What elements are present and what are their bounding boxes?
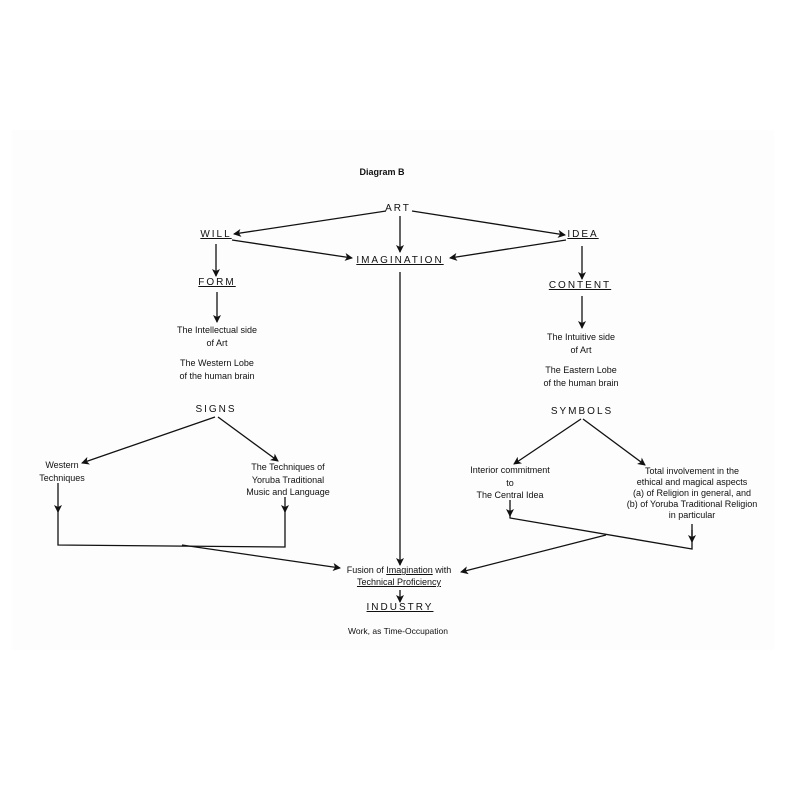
text-line: The Western Lobe [180,358,254,368]
text-line: ethical and magical aspects [636,477,748,487]
text-segment: with [432,565,452,575]
text-line: (b) of Yoruba Traditional Religion [626,499,758,509]
node-western-techniques: Western Techniques [39,459,85,484]
text-line: of the human brain [179,370,255,381]
node-symbols: SYMBOLS [550,406,614,417]
text-line: Techniques [39,472,85,483]
symbols-bracket [509,510,693,550]
node-signs: SIGNS [195,404,237,415]
right-lobe: The Eastern Lobe of the human brain [543,364,618,389]
arrow-art-idea [411,210,566,238]
text-line: Interior commitment [470,465,550,475]
node-imagination: IMAGINATION [356,255,444,266]
text-line: Yoruba Traditional [251,474,325,485]
text-line: Total involvement in the [644,466,740,476]
text-line: Western [45,460,79,470]
text-line: The Central Idea [476,490,544,500]
arrow-will-imagination [231,239,353,261]
node-art: ART [385,203,411,214]
text-line: of the human brain [543,377,619,388]
node-interior-commitment: Interior commitment to The Central Idea [470,464,550,502]
diagram-title: Diagram B [359,167,405,177]
arrow-signs-yoruba [217,416,279,462]
text-line: Music and Language [246,487,330,497]
node-fusion: Fusion of Imagination with Technical Pro… [347,564,452,588]
right-description: The Intuitive side of Art [547,331,615,356]
text-line: The Eastern Lobe [545,365,617,375]
text-line: The Techniques of [251,462,325,472]
arrow-signs-western [81,416,216,465]
node-total-involvement: Total involvement in the ethical and mag… [627,466,758,521]
text-line: to [506,477,514,488]
diagram-panel [12,130,774,650]
text-segment: Fusion of [346,565,387,575]
node-form: FORM [198,277,236,288]
text-line: in particular [668,510,716,520]
arrow-idea-imagination [449,239,567,261]
text-line: of Art [206,337,228,348]
arrow-art-will [233,210,387,237]
left-description: The Intellectual side of Art [177,324,257,349]
signs-bracket [57,510,286,548]
text-segment: Imagination [386,565,433,575]
left-lobe: The Western Lobe of the human brain [179,357,254,382]
node-yoruba-techniques: The Techniques of Yoruba Traditional Mus… [246,461,330,499]
arrow-symbols-total [582,418,646,466]
node-content: CONTENT [548,280,612,291]
node-industry: INDUSTRY [366,602,434,613]
fusion-line-1: Fusion of Imagination with [347,564,452,576]
fusion-line-2: Technical Proficiency [356,577,442,587]
arrow-symbols-interior [513,418,582,465]
text-line: (a) of Religion in general, and [632,488,752,498]
node-idea: IDEA [567,229,599,240]
node-will: WILL [200,229,232,240]
arrow-signs-fusion [181,544,341,571]
text-line: The Intuitive side [546,332,616,342]
text-line: The Intellectual side [176,325,258,335]
node-work: Work, as Time-Occupation [348,626,448,636]
text-line: of Art [570,344,592,355]
arrow-symbols-fusion [460,534,607,575]
